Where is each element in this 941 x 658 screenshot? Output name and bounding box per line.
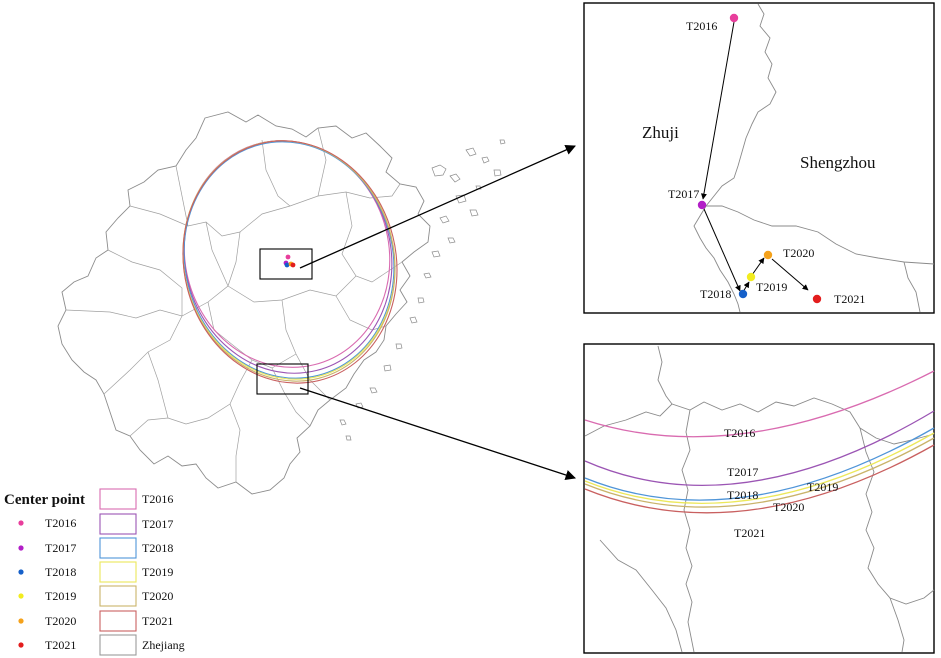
arc-t2017 <box>584 410 935 487</box>
callout-arrow-bottom <box>299 387 576 481</box>
legend-swatch-t2019 <box>99 561 137 583</box>
arc-label-t2017: T2017 <box>727 465 758 479</box>
legend-swatch-t2018 <box>99 537 137 559</box>
legend-title: Center point <box>4 492 85 508</box>
legend-ellipse-label-t2016: T2016 <box>142 492 173 506</box>
legend-ellipse-label-t2018: T2018 <box>142 541 173 555</box>
trajectory-2019-2020 <box>751 257 765 276</box>
center-t2020 <box>763 250 773 260</box>
legend-point-t2020 <box>18 618 24 624</box>
ellipse-t2021-main <box>182 140 398 384</box>
legend-point-t2021 <box>18 642 24 648</box>
legend-point-label-t2021: T2021 <box>45 638 76 652</box>
inset-bottom: T2016 T2017 T2018 T2019 T2020 T2021 <box>583 343 935 654</box>
legend-point-label-t2019: T2019 <box>45 589 76 603</box>
inset-bottom-borders <box>584 345 935 653</box>
arc-label-t2018: T2018 <box>727 488 758 502</box>
center-t2016 <box>729 13 739 23</box>
trajectory-2020-2021 <box>771 258 809 291</box>
county-boundary-line <box>693 3 777 313</box>
trajectory-arrows <box>700 21 809 293</box>
label-t2019: T2019 <box>756 280 787 294</box>
county-borders <box>65 127 403 482</box>
legend-point-t2016 <box>18 520 24 526</box>
county-boundary-branch <box>706 205 935 265</box>
center-points-inset: T2016 T2017 T2018 T2019 T2020 T2021 <box>668 13 865 306</box>
ellipse-t2018-main <box>183 141 395 379</box>
label-t2018: T2018 <box>700 287 731 301</box>
ellipse-t2016-main <box>183 140 391 368</box>
ellipse-t2019-main <box>182 140 396 380</box>
label-t2021: T2021 <box>834 292 865 306</box>
legend-ellipse-label-t2021: T2021 <box>142 614 173 628</box>
legend-swatch-t2017 <box>99 513 137 535</box>
legend-swatch-t2021 <box>99 610 137 632</box>
center-points-main <box>283 254 296 268</box>
legend-ellipse-label-t2020: T2020 <box>142 589 173 603</box>
legend-point-label-t2017: T2017 <box>45 541 76 555</box>
legend-ellipse-label-t2017: T2017 <box>142 517 173 531</box>
center-t2019 <box>746 272 756 282</box>
legend-swatch-t2020 <box>99 585 137 607</box>
arc-label-t2020: T2020 <box>773 500 804 514</box>
zoom-box-ellipse <box>256 363 309 395</box>
legend-ellipses: T2016 T2017 T2018 T2019 T2020 T2021 Zhej… <box>99 488 185 656</box>
county-label-shengzhou: Shengzhou <box>800 153 876 172</box>
arc-t2019 <box>584 432 935 504</box>
arc-t2018 <box>584 427 935 501</box>
center-t2018 <box>738 289 748 299</box>
callout-arrow-top <box>299 145 576 269</box>
arc-label-t2016: T2016 <box>724 426 755 440</box>
legend-ellipse-label-zhejiang: Zhejiang <box>142 638 185 652</box>
county-boundary-right <box>903 261 921 313</box>
legend-point-t2017 <box>18 545 24 551</box>
center-t2018-main <box>284 262 290 268</box>
legend-swatch-t2016 <box>99 488 137 510</box>
zhejiang-province-outline <box>57 111 431 495</box>
legend-ellipse-label-t2019: T2019 <box>142 565 173 579</box>
center-t2021 <box>812 294 822 304</box>
center-t2017 <box>697 200 707 210</box>
legend-points: T2016 T2017 T2018 T2019 T2020 T2021 <box>18 516 76 652</box>
county-label-zhuji: Zhuji <box>642 123 679 142</box>
coastal-islands <box>339 139 506 441</box>
inset-top: Zhuji Shengzhou T2016 T2017 T2018 T2019 … <box>583 2 935 314</box>
legend-point-t2018 <box>18 569 24 575</box>
ellipses-zoom <box>584 370 935 514</box>
zoom-box-center <box>259 248 313 280</box>
arc-label-t2019: T2019 <box>807 480 838 494</box>
trajectory-2017-2018 <box>703 208 741 292</box>
ellipse-t2020-main <box>182 140 396 382</box>
main-map <box>57 111 506 495</box>
ellipse-labels-zoom: T2016 T2017 T2018 T2019 T2020 T2021 <box>724 426 838 540</box>
label-t2020: T2020 <box>783 246 814 260</box>
arc-t2020 <box>584 437 935 508</box>
arc-label-t2021: T2021 <box>734 526 765 540</box>
inset-top-frame <box>583 2 935 314</box>
center-t2016-main <box>285 254 291 260</box>
legend-point-label-t2020: T2020 <box>45 614 76 628</box>
legend-swatch-zhejiang <box>99 634 137 656</box>
arc-t2016 <box>584 370 935 438</box>
label-t2017: T2017 <box>668 187 699 201</box>
legend-point-label-t2016: T2016 <box>45 516 76 530</box>
legend-point-label-t2018: T2018 <box>45 565 76 579</box>
center-t2021-main <box>290 262 296 268</box>
trajectory-2016-2017 <box>700 21 735 200</box>
arc-t2021 <box>584 444 935 514</box>
legend: Center point T2016 T2017 T2018 T2019 T20… <box>4 488 185 656</box>
label-t2016: T2016 <box>686 19 717 33</box>
legend-point-t2019 <box>18 593 24 599</box>
